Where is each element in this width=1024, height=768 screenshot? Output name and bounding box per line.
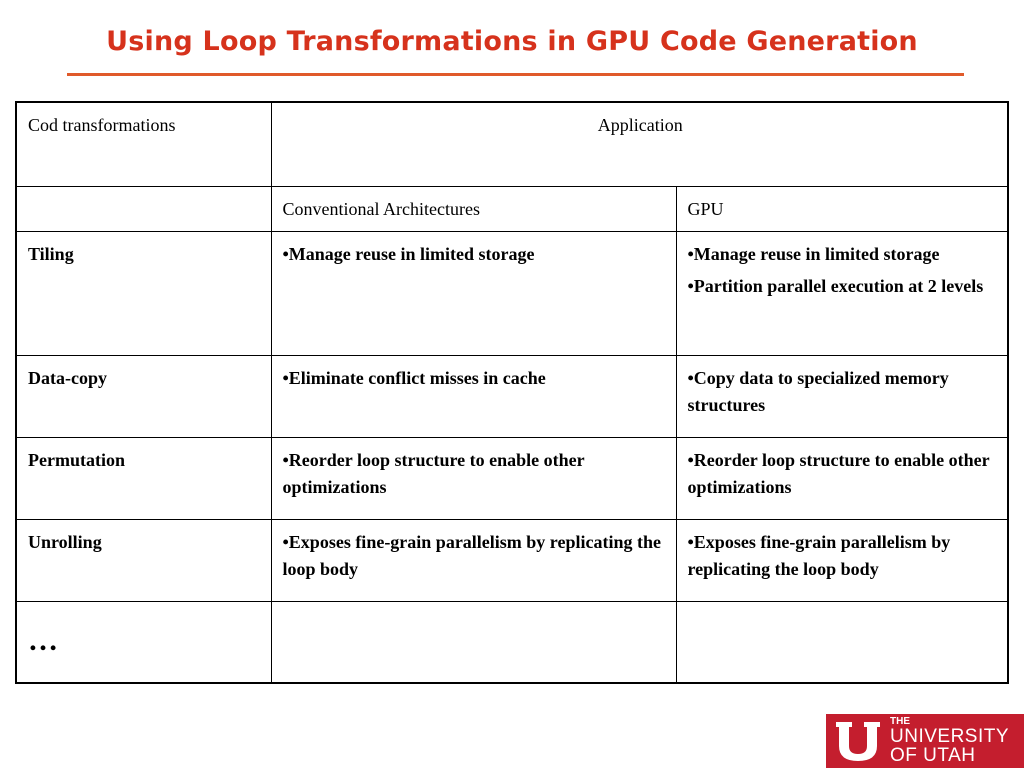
row-name-unrolling: Unrolling	[15, 518, 272, 602]
cell-gpu: •Reorder loop structure to enable other …	[675, 436, 1009, 520]
table-row-ellipsis: …	[15, 600, 1009, 684]
title-underline	[67, 73, 964, 76]
header-application: Application	[270, 101, 1009, 187]
ellipsis-text: …	[28, 623, 58, 657]
cell-gpu: •Exposes fine-grain parallelism by repli…	[675, 518, 1009, 602]
cell-gpu: •Copy data to specialized memory structu…	[675, 354, 1009, 438]
bullet-item: •Reorder loop structure to enable other …	[687, 449, 990, 497]
row-name-data-copy: Data-copy	[15, 354, 272, 438]
subheader-conventional: Conventional Architectures	[270, 185, 677, 232]
bullet-item: •Manage reuse in limited storage	[282, 243, 535, 264]
table-row: Data-copy •Eliminate conflict misses in …	[15, 354, 1009, 438]
row-name-permutation: Permutation	[15, 436, 272, 520]
logo-the: THE	[890, 716, 910, 727]
cell-conventional: •Eliminate conflict misses in cache	[270, 354, 677, 438]
cell-conventional: •Exposes fine-grain parallelism by repli…	[270, 518, 677, 602]
bullet-item: •Partition parallel execution at 2 level…	[687, 275, 984, 296]
bullet-item: •Exposes fine-grain parallelism by repli…	[282, 531, 661, 579]
bullet-item: •Eliminate conflict misses in cache	[282, 367, 546, 388]
logo-wordmark: THE UNIVERSITY OF UTAH	[890, 716, 1010, 766]
logo-of-utah: OF UTAH	[890, 745, 976, 766]
subheader-gpu: GPU	[675, 185, 1009, 232]
bullet-item: •Copy data to specialized memory structu…	[687, 367, 949, 415]
table-header-row: Cod transformations Application	[15, 101, 1009, 187]
cell-conventional: •Manage reuse in limited storage	[270, 230, 677, 356]
ellipsis-cell: …	[15, 600, 272, 684]
row-name-tiling: Tiling	[15, 230, 272, 356]
bullet-item: •Manage reuse in limited storage	[687, 243, 940, 264]
cell-conventional: •Reorder loop structure to enable other …	[270, 436, 677, 520]
table-row: Unrolling •Exposes fine-grain parallelis…	[15, 518, 1009, 602]
slide-title: Using Loop Transformations in GPU Code G…	[106, 26, 918, 57]
table-row: Tiling •Manage reuse in limited storage …	[15, 230, 1009, 356]
empty-cell	[270, 600, 677, 684]
bullet-item: •Exposes fine-grain parallelism by repli…	[687, 531, 951, 579]
block-u-icon	[832, 718, 884, 764]
table-subheader-row: Conventional Architectures GPU	[15, 185, 1009, 232]
subheader-empty	[15, 185, 272, 232]
university-of-utah-logo: THE UNIVERSITY OF UTAH	[826, 714, 1024, 768]
bullet-item: •Reorder loop structure to enable other …	[282, 449, 585, 497]
table-row: Permutation •Reorder loop structure to e…	[15, 436, 1009, 520]
empty-cell	[675, 600, 1009, 684]
transformations-table: Cod transformations Application Conventi…	[15, 101, 1010, 684]
cell-gpu: •Manage reuse in limited storage •Partit…	[675, 230, 1009, 356]
header-transformations: Cod transformations	[15, 101, 272, 187]
logo-university: UNIVERSITY	[890, 726, 1010, 747]
